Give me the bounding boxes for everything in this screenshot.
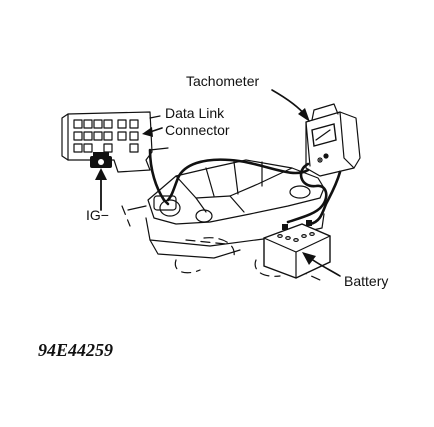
battery-label: Battery xyxy=(344,273,388,289)
engine-assembly xyxy=(121,159,325,281)
ig-minus-label: IG− xyxy=(86,207,109,223)
ig-terminal xyxy=(90,152,112,168)
callout-arrows xyxy=(95,89,341,277)
figure-code: 94E44259 xyxy=(38,340,113,360)
data-link-connector-label-line1: Data Link xyxy=(165,105,225,121)
tachometer xyxy=(305,103,361,177)
tachometer-label: Tachometer xyxy=(186,73,259,89)
battery xyxy=(263,220,331,279)
connector-terminals xyxy=(73,119,139,153)
data-link-connector xyxy=(61,111,169,173)
test-leads xyxy=(148,148,342,226)
data-link-connector-label-line2: Connector xyxy=(165,122,230,138)
